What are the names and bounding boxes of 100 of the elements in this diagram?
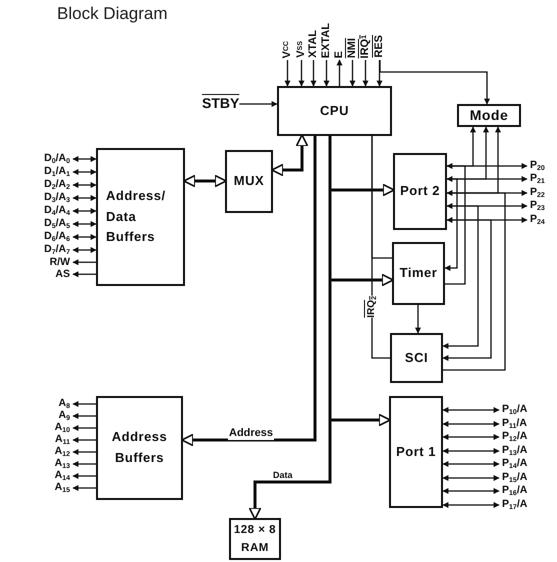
signal-line bbox=[72, 401, 96, 407]
signal-line bbox=[72, 259, 96, 266]
signal-line bbox=[446, 203, 528, 209]
signal-line bbox=[446, 190, 528, 196]
signal-line bbox=[72, 169, 97, 175]
signal-line bbox=[72, 461, 96, 467]
pin-label: E bbox=[334, 50, 345, 58]
signal-line bbox=[72, 449, 96, 455]
pin-label: R/W bbox=[50, 257, 70, 268]
pin-label: D$_{2}$/A$_{2}$ bbox=[44, 179, 70, 191]
pin-label: P$_{13}$/A bbox=[502, 445, 528, 457]
block-box: Mode bbox=[457, 104, 521, 127]
block-box: CPU bbox=[277, 86, 392, 136]
diagram-title: Block Diagram bbox=[57, 4, 168, 24]
signal-line bbox=[443, 192, 506, 371]
signal-line bbox=[442, 502, 500, 508]
signal-line bbox=[445, 165, 466, 285]
signal-line bbox=[442, 205, 479, 349]
pin-label: STBY bbox=[202, 96, 240, 110]
signal-line bbox=[72, 473, 96, 479]
signal-line bbox=[446, 163, 528, 169]
pin-label: A$_{9}$ bbox=[58, 410, 70, 422]
signal-line bbox=[442, 219, 492, 361]
pin-label: A$_{11}$ bbox=[55, 434, 70, 446]
signal-line bbox=[72, 234, 97, 240]
pin-label: P$_{11}$/A bbox=[502, 418, 527, 430]
pin-label: D$_{6}$/A$_{6}$ bbox=[44, 231, 70, 243]
block-box: Address Buffers bbox=[96, 396, 183, 500]
signal-line bbox=[72, 425, 96, 431]
signal-line bbox=[72, 437, 96, 443]
block-box: MUX bbox=[225, 150, 273, 213]
signal-line bbox=[72, 156, 97, 162]
pin-label: P$_{20}$ bbox=[530, 160, 545, 172]
signal-line bbox=[371, 136, 392, 259]
signal-line bbox=[446, 217, 528, 223]
signal-line bbox=[72, 271, 96, 278]
block-box: Port 2 bbox=[393, 153, 447, 230]
pin-label: P$_{21}$ bbox=[530, 173, 545, 185]
signal-line bbox=[324, 60, 330, 87]
block-box: Port 1 bbox=[389, 396, 443, 508]
pin-label: A$_{10}$ bbox=[54, 422, 70, 434]
signal-line bbox=[336, 59, 342, 86]
signal-line bbox=[72, 208, 97, 214]
pin-label: P$_{15}$/A bbox=[502, 472, 528, 484]
signal-line bbox=[442, 421, 500, 427]
signal-line bbox=[310, 60, 316, 87]
pin-label: A$_{14}$ bbox=[54, 470, 70, 482]
block-box: SCI bbox=[390, 333, 443, 383]
signal-line bbox=[72, 413, 96, 419]
pin-label: P$_{16}$/A bbox=[502, 485, 528, 497]
pin-label: A$_{12}$ bbox=[54, 446, 70, 458]
signal-line bbox=[446, 176, 528, 182]
block-box: Address/ Data Buffers bbox=[96, 148, 185, 286]
block-box: 128 × 8 RAM bbox=[229, 518, 281, 560]
signal-line bbox=[72, 195, 97, 201]
bus-arrow bbox=[271, 134, 308, 176]
bus-arrow bbox=[183, 174, 227, 188]
signal-line bbox=[72, 485, 96, 491]
signal-line bbox=[444, 178, 458, 271]
signal-line bbox=[415, 305, 421, 334]
pin-label: D$_{0}$/A$_{0}$ bbox=[44, 153, 70, 165]
pin-label: P$_{24}$ bbox=[530, 214, 545, 226]
pin-label: P$_{14}$/A bbox=[502, 458, 528, 470]
pin-label: XTAL bbox=[308, 30, 319, 58]
signal-line bbox=[72, 182, 97, 188]
pin-label: A$_{8}$ bbox=[58, 398, 70, 410]
signal-line bbox=[442, 475, 500, 481]
signal-line bbox=[442, 434, 500, 440]
signal-line bbox=[350, 60, 356, 87]
bus-arrow bbox=[181, 136, 316, 446]
pin-label: P$_{10}$/A bbox=[502, 404, 528, 416]
signal-line bbox=[442, 407, 500, 413]
signal-line bbox=[72, 221, 97, 227]
pin-label: EXTAL bbox=[321, 22, 332, 58]
edge-label: Data bbox=[272, 471, 294, 480]
pin-label: P$_{17}$/A bbox=[502, 499, 528, 511]
edge-label: Address bbox=[228, 428, 274, 440]
pin-label: D$_{7}$/A$_{7}$ bbox=[44, 244, 70, 256]
signal-line bbox=[442, 461, 500, 467]
pin-label: D$_{5}$/A$_{5}$ bbox=[44, 218, 70, 230]
pin-label: D$_{3}$/A$_{3}$ bbox=[44, 192, 70, 204]
signal-line bbox=[284, 60, 290, 87]
pin-label: AS bbox=[55, 269, 70, 280]
bus-arrow bbox=[248, 136, 332, 520]
pin-label: D$_{4}$/A$_{4}$ bbox=[44, 205, 70, 217]
pin-label: NMI bbox=[347, 38, 358, 58]
signal-line bbox=[72, 247, 97, 253]
pin-label: A$_{15}$ bbox=[54, 482, 70, 494]
signal-line bbox=[239, 101, 278, 107]
signal-line bbox=[376, 60, 382, 87]
pin-label: RES bbox=[374, 35, 385, 58]
pin-label: D$_{1}$/A$_{1}$ bbox=[44, 166, 70, 178]
signal-line bbox=[442, 488, 500, 494]
block-box: Timer bbox=[392, 242, 445, 305]
pin-label: P$_{22}$ bbox=[530, 187, 545, 199]
signal-line bbox=[379, 60, 490, 105]
signal-line bbox=[362, 60, 368, 87]
signal-line bbox=[442, 448, 500, 454]
pin-label: P$_{23}$ bbox=[530, 200, 545, 212]
pin-label: A$_{13}$ bbox=[54, 458, 70, 470]
